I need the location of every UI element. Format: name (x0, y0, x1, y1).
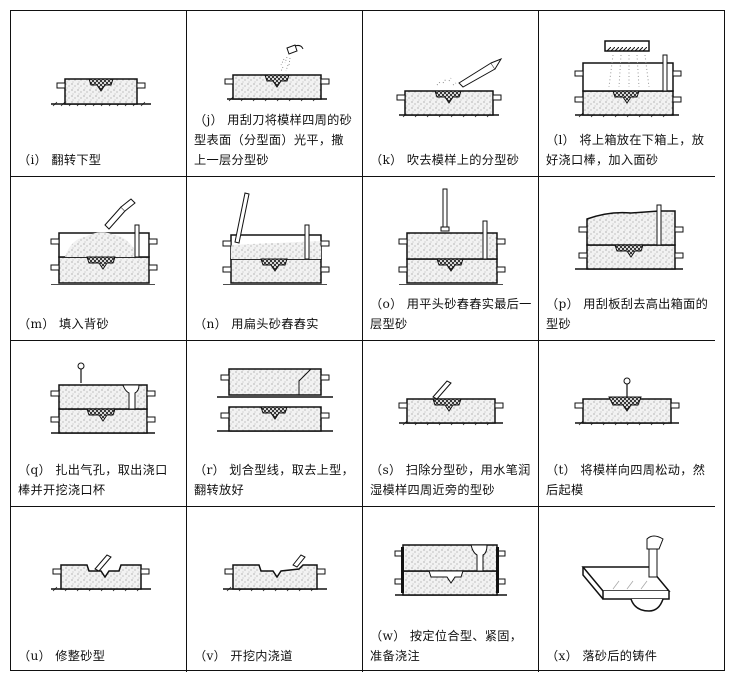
step-r: （r） 划合型线，取去上型，翻转放好 (187, 341, 363, 507)
step-k-figure (396, 57, 503, 118)
step-t-figure (574, 377, 680, 426)
step-t-caption: （t） 将模样向四周松动，然后起模 (546, 463, 706, 497)
step-s-caption: （s） 扫除分型砂，用水笔润湿模样四周近旁的型砂 (370, 463, 531, 497)
step-x-figure (581, 535, 671, 612)
step-q: （q） 扎出气孔，取出浇口棒并开挖浇口杯 (11, 341, 187, 507)
step-w-caption: （w） 按定位合型、紧固，准备浇注 (370, 629, 523, 663)
step-i-figure (51, 78, 151, 107)
step-s-figure (398, 380, 504, 426)
step-s: （s） 扫除分型砂，用水笔润湿模样四周近旁的型砂 (363, 341, 539, 507)
step-m: （m） 填入背砂 (11, 177, 187, 341)
step-j-caption: （j） 用刮刀将模样四周的砂型表面（分型面）光平，撒上一层分型砂 (194, 113, 353, 167)
step-r-caption: （r） 划合型线，取去上型，翻转放好 (194, 463, 355, 497)
step-x: （x） 落砂后的铸件 (539, 507, 715, 672)
step-m-figure (50, 198, 158, 285)
step-k-caption: （k） 吹去模样上的分型砂 (370, 153, 520, 167)
step-j-figure (224, 44, 330, 102)
step-p-figure (575, 204, 684, 270)
step-x-caption: （x） 落砂后的铸件 (546, 649, 658, 663)
step-t: （t） 将模样向四周松动，然后起模 (539, 341, 715, 507)
step-v-caption: （v） 开挖内浇道 (194, 649, 293, 663)
step-i-caption: （i） 翻转下型 (18, 153, 102, 167)
step-v-figure (223, 554, 327, 592)
step-n: （n） 用扁头砂舂舂实 (187, 177, 363, 341)
step-q-caption: （q） 扎出气孔，取出浇口棒并开挖浇口杯 (18, 463, 168, 497)
step-o: （o） 用平头砂舂舂实最后一层型砂 (363, 177, 539, 341)
step-n-caption: （n） 用扁头砂舂舂实 (194, 317, 319, 331)
step-m-caption: （m） 填入背砂 (18, 317, 109, 331)
step-n-figure (222, 192, 330, 285)
step-u: （u） 修整砂型 (11, 507, 187, 672)
step-l-figure (574, 40, 682, 118)
step-l: （l） 将上箱放在下箱上，放好浇口棒，加入面砂 (539, 11, 715, 177)
step-o-figure (398, 188, 506, 285)
step-q-figure (50, 362, 156, 434)
step-v: （v） 开挖内浇道 (187, 507, 363, 672)
step-r-figure (217, 368, 333, 432)
step-j: （j） 用刮刀将模样四周的砂型表面（分型面）光平，撒上一层分型砂 (187, 11, 363, 177)
step-w-figure (394, 544, 507, 596)
step-i: （i） 翻转下型 (11, 11, 187, 177)
step-l-caption: （l） 将上箱放在下箱上，放好浇口棒，加入面砂 (546, 133, 705, 167)
step-k: （k） 吹去模样上的分型砂 (363, 11, 539, 177)
procedure-grid: （i） 翻转下型 （j） 用刮刀将模样四周的砂型表面（分型面）光平，撒上一层分型… (10, 10, 725, 672)
step-p-caption: （p） 用刮板刮去高出箱面的型砂 (546, 297, 709, 331)
step-p: （p） 用刮板刮去高出箱面的型砂 (539, 177, 715, 341)
step-o-caption: （o） 用平头砂舂舂实最后一层型砂 (370, 297, 532, 331)
step-u-caption: （u） 修整砂型 (18, 649, 106, 663)
step-w: （w） 按定位合型、紧固，准备浇注 (363, 507, 539, 672)
step-u-figure (51, 554, 151, 592)
